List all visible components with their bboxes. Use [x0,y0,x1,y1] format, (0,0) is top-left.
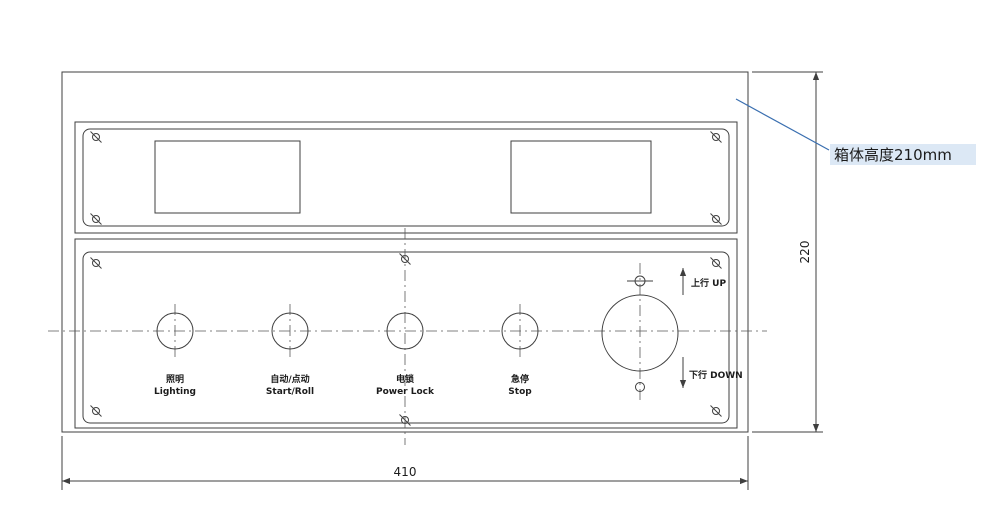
note-highlight [830,144,976,165]
button-label-en: Lighting [154,387,196,397]
main-switch-hole [601,294,679,372]
dimension-height-value: 220 [798,241,812,264]
button-label-en: Start/Roll [266,387,314,397]
main-switch: 上行 UP 下行 DOWN [601,268,743,392]
screw-hole [90,213,102,225]
top-panel-face [82,128,730,227]
screw-slot [90,131,102,143]
screw-circle [712,215,720,223]
screw-slot [710,213,722,225]
screw-slot [710,257,722,269]
dimension-width: 410 [61,436,749,490]
screw-hole [710,131,722,143]
top-panel-frame [74,121,738,234]
button-holes: 照明 Lighting 自动/点动 Start/Roll 电锁 Power Lo… [154,312,539,397]
button-hole-stop [501,312,539,350]
screw-circle [712,407,720,415]
screw-circle [92,215,100,223]
bottom-panel [74,238,738,429]
box-height-note: 箱体高度210mm [834,146,952,164]
button-label-zh: 照明 [166,374,184,385]
screw-circle [712,133,720,141]
bottom-panel-face [82,251,730,424]
pilot-hole-bottom [635,382,645,392]
bottom-panel-frame [74,238,738,429]
screw-circle [92,133,100,141]
screw-slot [90,257,102,269]
screw-circle [92,407,100,415]
screw-hole [90,257,102,269]
button-label-zh: 自动/点动 [270,373,309,385]
screw-hole [90,131,102,143]
button-label-en: Power Lock [376,387,435,397]
screw-slot [710,131,722,143]
button-hole-power-lock [386,312,424,350]
screw-hole [710,257,722,269]
leader-line [735,98,830,151]
down-label: 下行 DOWN [689,369,743,381]
dimension-width-value: 410 [394,465,417,479]
screw-slot [90,213,102,225]
screw-circle [92,259,100,267]
centerlines [48,228,767,445]
top-panel [74,121,738,234]
button-hole-lighting [156,312,194,350]
screw-slot [710,405,722,417]
button-label-zh: 电锁 [396,373,414,385]
screw-slot [90,405,102,417]
dimension-height: 220 [752,71,823,433]
button-hole-start-roll [271,312,309,350]
leader-annotation: 箱体高度210mm [735,98,976,165]
up-label: 上行 UP [691,277,726,289]
display-window-left [154,140,301,214]
screw-hole [710,213,722,225]
button-label-en: Stop [508,387,532,397]
screw-circle [712,259,720,267]
screw-hole [710,405,722,417]
screw-hole [90,405,102,417]
button-label-zh: 急停 [511,373,529,385]
display-window-right [510,140,652,214]
